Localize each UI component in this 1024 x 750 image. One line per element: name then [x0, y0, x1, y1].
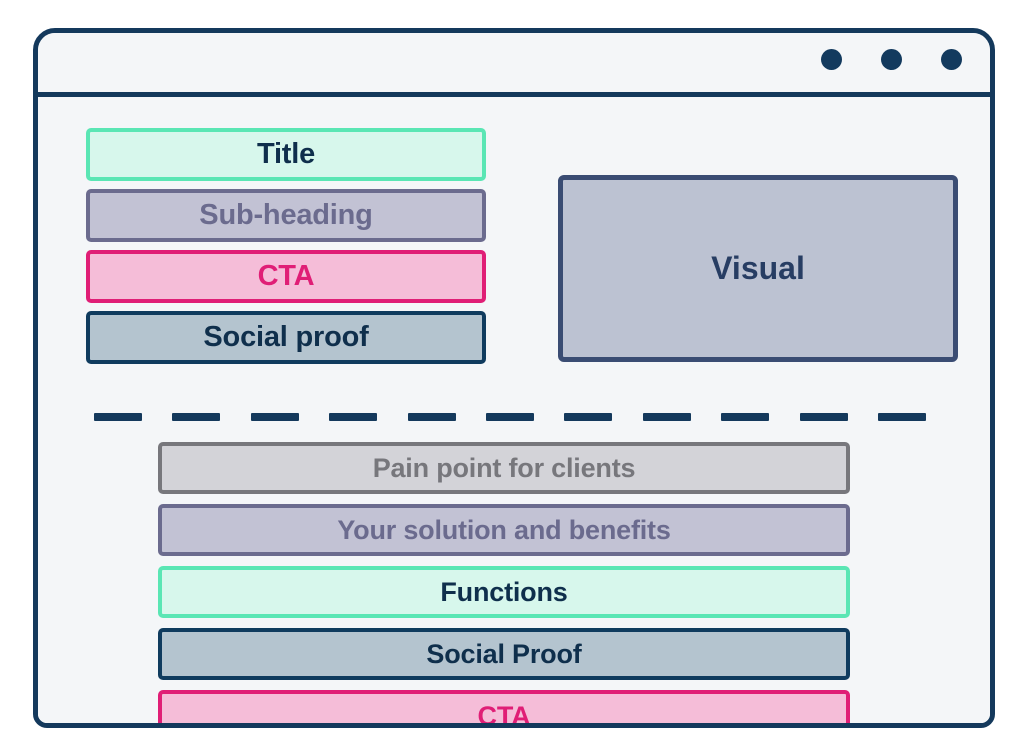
window-dot-icon-1[interactable]	[821, 49, 842, 70]
feature-block-cta[interactable]: CTA	[158, 690, 850, 723]
hero-block-subheading[interactable]: Sub-heading	[86, 189, 486, 242]
divider-dash	[485, 413, 534, 421]
feature-block-social-proof[interactable]: Social Proof	[158, 628, 850, 680]
hero-left-column: Title Sub-heading CTA Social proof	[86, 128, 486, 364]
page-body: Title Sub-heading CTA Social proof Visua…	[38, 97, 990, 723]
divider-dash	[94, 413, 142, 421]
divider-dash	[407, 413, 456, 421]
feature-block-solution[interactable]: Your solution and benefits	[158, 504, 850, 556]
hero-block-social-proof[interactable]: Social proof	[86, 311, 486, 364]
divider-dash	[721, 413, 770, 421]
hero-section: Title Sub-heading CTA Social proof Visua…	[38, 97, 990, 380]
window-dot-icon-2[interactable]	[881, 49, 902, 70]
divider-dash	[877, 413, 926, 421]
hero-visual-placeholder[interactable]: Visual	[558, 175, 958, 362]
divider-dash	[642, 413, 691, 421]
browser-window-mockup: Title Sub-heading CTA Social proof Visua…	[33, 28, 995, 728]
hero-block-cta[interactable]: CTA	[86, 250, 486, 303]
window-dot-icon-3[interactable]	[941, 49, 962, 70]
hero-block-title[interactable]: Title	[86, 128, 486, 181]
divider-dash	[172, 413, 221, 421]
feature-block-functions[interactable]: Functions	[158, 566, 850, 618]
divider-dash	[564, 413, 613, 421]
window-controls	[821, 49, 962, 70]
feature-block-pain-point[interactable]: Pain point for clients	[158, 442, 850, 494]
divider-dash	[799, 413, 848, 421]
section-divider	[94, 413, 926, 421]
browser-title-bar	[38, 33, 990, 97]
divider-dash	[250, 413, 299, 421]
features-section: Pain point for clients Your solution and…	[158, 442, 850, 723]
divider-dash	[329, 413, 378, 421]
